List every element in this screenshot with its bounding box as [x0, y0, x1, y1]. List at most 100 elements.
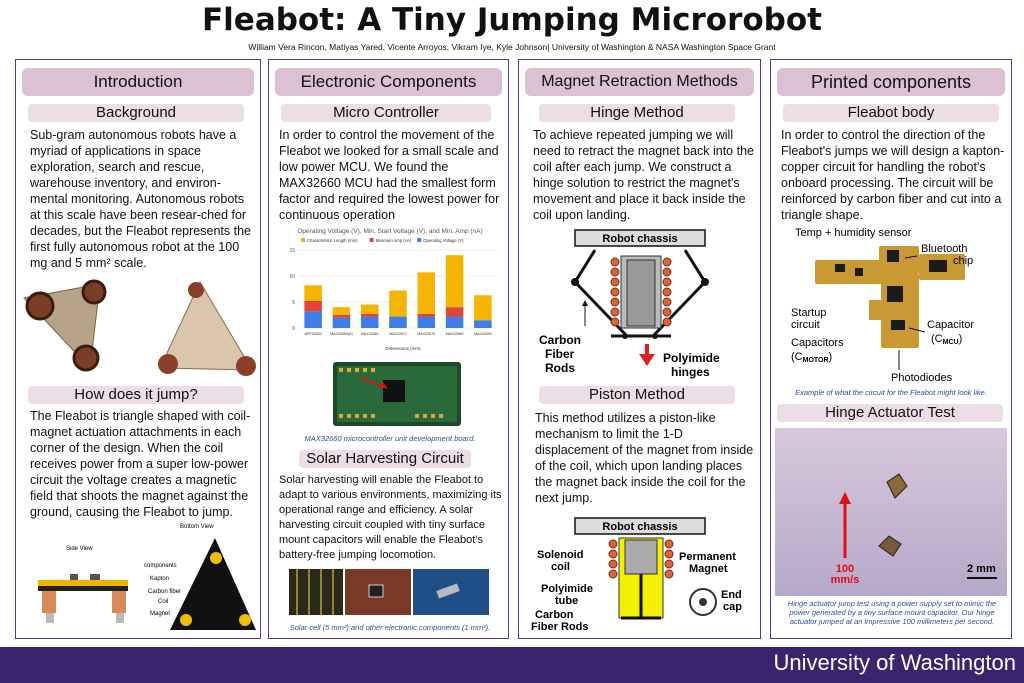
subheader-hinge-method: Hinge Method [539, 104, 735, 122]
bottom-view-triangle [170, 538, 256, 630]
chart-bar [445, 255, 464, 308]
subheader-piston-method: Piston Method [539, 386, 735, 404]
fleabot-photo-right [159, 280, 253, 371]
chart-x-tick: MAX32680 [446, 332, 464, 336]
chart-bar [445, 316, 464, 328]
chart-bar [417, 313, 436, 317]
section-header-printed: Printed components [777, 68, 1005, 96]
legend-swatch [369, 238, 374, 242]
chart-x-tick: MAX32670 [417, 332, 435, 336]
column-printed-components: Printed components Fleabot body In order… [770, 59, 1012, 639]
chart-bar [389, 290, 407, 317]
chart-bar [304, 300, 322, 312]
column-electronic-components: Electronic Components Micro Controller I… [268, 59, 509, 639]
section-header-magnet: Magnet Retraction Methods [525, 68, 754, 96]
chart-bar [332, 307, 351, 315]
chart-title: Operating Voltage (V), Min. Start Voltag… [297, 228, 482, 235]
subheader-solar: Solar Harvesting Circuit [299, 450, 471, 468]
background-text: Sub-gram autonomous robots have a myriad… [30, 128, 251, 270]
footer-bar: University of Washington [0, 647, 1024, 683]
scale-label: 2 mm [967, 563, 996, 575]
side-bottom-diagram: Side View Bottom View components Kapton … [38, 524, 256, 630]
subheader-fleabot-body: Fleabot body [783, 104, 999, 122]
legend-label: Minimum Amp (nA) [376, 238, 412, 243]
chart-y-tick: 0 [292, 326, 295, 332]
mcu-caption: MAX32660 microcontroller unit developmen… [304, 434, 476, 443]
jump-text: The Fleabot is triangle shaped with coil… [30, 409, 251, 519]
chart-x-tick: MAX32660 [361, 332, 379, 336]
chart-bar [474, 320, 492, 328]
chart-x-tick: MAX32690 [474, 332, 492, 336]
subheader-how-jump: How does it jump? [28, 386, 244, 404]
piston-text: This method utilizes a piston-like mecha… [535, 411, 754, 505]
label-carbon-fiber: Carbon fiber [148, 589, 181, 595]
subheader-background: Background [28, 104, 244, 122]
chart-y-tick: 5 [292, 300, 295, 306]
chart-legend: Characteristic Length (mm) Minimum Amp (n… [301, 238, 464, 243]
chart-bar [474, 295, 492, 321]
chart-bar [304, 285, 322, 301]
fleabot-photos [23, 279, 256, 376]
hinge-robot-chassis-label: Robot chassis [602, 233, 677, 245]
solar-text: Solar harvesting will enable the Fleabot… [279, 474, 502, 561]
column-introduction: Introduction Background Sub-gram autonom… [15, 59, 261, 639]
subheader-micro-controller: Micro Controller [281, 104, 491, 122]
chart-bars [304, 255, 492, 328]
label-components: components [144, 563, 177, 569]
mcu-board-photo [333, 362, 461, 426]
legend-swatch [417, 238, 422, 242]
chart-bar [360, 304, 379, 314]
solar-photos [289, 569, 489, 615]
chart-x-tick: MAX32660(A) [330, 332, 353, 336]
chart-xlabel: Dimensions (mm) [385, 346, 421, 351]
test-caption: Hinge actuator jump test using a power s… [787, 599, 997, 626]
mcu-comparison-chart: Operating Voltage (V), Min. Start Voltag… [289, 228, 497, 351]
chart-bar [417, 316, 436, 328]
chart-x-tick: MAX32672 [389, 332, 407, 336]
side-view-label: Side View [66, 546, 93, 552]
chart-bar [360, 313, 379, 317]
chart-bar [304, 311, 322, 328]
mcu-text: In order to control the movement of the … [279, 128, 500, 222]
section-header-introduction: Introduction [22, 68, 254, 96]
footer-university: University of Washington [773, 650, 1016, 675]
legend-label: Operating Voltage (V) [423, 238, 464, 243]
piston-robot-chassis-label: Robot chassis [602, 521, 677, 533]
chart-y-tick: 10 [289, 274, 295, 280]
capacitors-motor-label: Capacitors(CMOTOR) [791, 337, 844, 364]
chart-bar [360, 316, 379, 328]
legend-label: Characteristic Length (mm) [307, 238, 358, 243]
hinge-text: To achieve repeated jumping we will need… [533, 128, 754, 222]
section-header-electronic: Electronic Components [275, 68, 502, 96]
chart-bar [445, 307, 464, 317]
chart-x-tick: NRF52832 [304, 332, 321, 336]
bottom-view-label: Bottom View [180, 524, 214, 530]
chart-bar [389, 316, 407, 328]
photodiodes-label: Photodiodes [891, 372, 953, 384]
body-text: In order to control the direction of the… [781, 128, 1005, 222]
subheader-hinge-test: Hinge Actuator Test [777, 404, 1003, 422]
column-magnet-retraction: Magnet Retraction Methods Hinge Method T… [518, 59, 761, 639]
label-kapton: Kapton [150, 576, 169, 582]
label-magnet: Magnet [150, 611, 170, 617]
chart-bar [332, 317, 351, 328]
poster-title: Fleabot: A Tiny Jumping Microrobot [202, 2, 822, 38]
chart-x-ticks: NRF52832 MAX32660(A) MAX32660 MAX32672 MAX32… [304, 332, 491, 336]
body-caption: Example of what the circuit for the Flea… [795, 388, 987, 397]
temp-humidity-label: Temp + humidity sensor [795, 227, 912, 239]
authors-line: William Vera Rincon, Matiyas Yared, Vice… [248, 42, 776, 52]
chart-y-tick: 15 [289, 248, 295, 254]
